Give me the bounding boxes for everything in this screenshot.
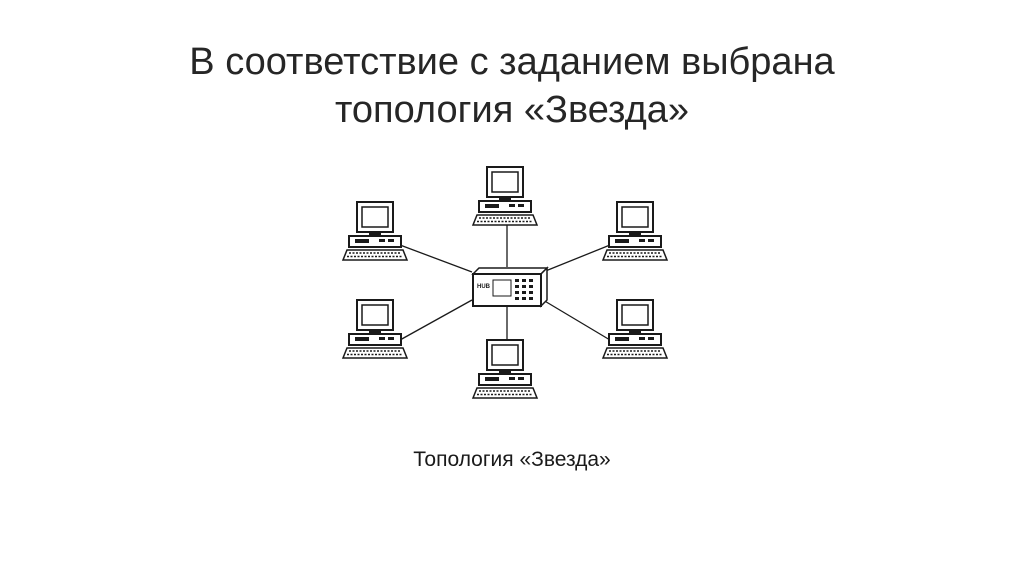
workstation-bottom-center (472, 339, 538, 399)
cable-bottom-left (399, 299, 473, 341)
cable-bottom-right (542, 299, 611, 341)
workstation-bottom-right (602, 299, 668, 359)
star-topology-diagram: HUB (342, 166, 668, 399)
workstation-top-center (472, 166, 538, 226)
workstation-bottom-left (342, 299, 408, 359)
slide-title: В соответствие с заданием выбрана тополо… (0, 38, 1024, 134)
diagram-caption: Топология «Звезда» (413, 448, 611, 471)
slide-title-line-1: В соответствие с заданием выбрана (189, 41, 835, 83)
workstation-top-left (342, 201, 408, 261)
network-cables (399, 225, 611, 350)
workstation-top-right (602, 201, 668, 261)
hub: HUB (471, 266, 549, 308)
hub-label: HUB (477, 284, 491, 290)
cable-top-right (542, 244, 611, 273)
slide-title-line-2: топология «Звезда» (334, 89, 690, 131)
cable-top-left (399, 244, 473, 273)
